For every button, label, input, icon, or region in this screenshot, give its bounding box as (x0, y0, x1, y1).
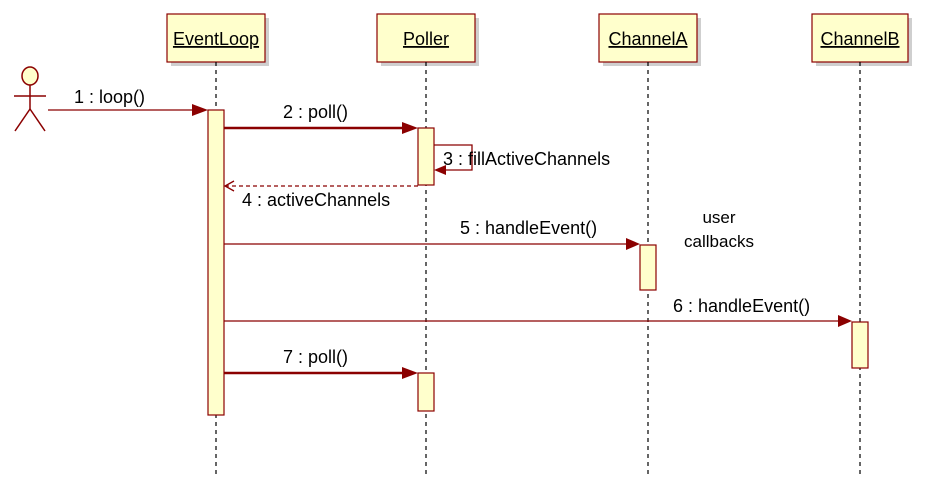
activation-channela (639, 244, 657, 291)
message-poll-2: 7 : poll() (224, 347, 418, 379)
note-user-callbacks: user callbacks (684, 208, 754, 251)
activation-channelb (851, 321, 869, 369)
message-active-channels: 4 : activeChannels (223, 180, 418, 210)
note-line-2: callbacks (684, 232, 754, 251)
lifeline-label-eventloop: EventLoop (173, 29, 259, 49)
lifeline-channelb: ChannelB (811, 13, 912, 478)
note-line-1: user (702, 208, 735, 227)
message-label-poll: 2 : poll() (283, 102, 348, 122)
message-poll: 2 : poll() (224, 102, 418, 134)
lifeline-poller: Poller (376, 13, 479, 478)
message-handle-event-a: 5 : handleEvent() (224, 218, 640, 250)
message-loop: 1 : loop() (48, 87, 208, 116)
lifeline-label-poller: Poller (403, 29, 449, 49)
activation-poller-2 (417, 372, 435, 412)
message-label-handle-event-a: 5 : handleEvent() (460, 218, 597, 238)
actor-icon (14, 66, 46, 132)
lifeline-label-channelb: ChannelB (820, 29, 899, 49)
lifeline-label-channela: ChannelA (608, 29, 687, 49)
activation-poller-1 (417, 127, 435, 186)
message-fill-active-channels: 3 : fillActiveChannels (434, 144, 610, 175)
message-label-loop: 1 : loop() (74, 87, 145, 107)
message-label-fill-active-channels: 3 : fillActiveChannels (443, 149, 610, 169)
message-label-handle-event-b: 6 : handleEvent() (673, 296, 810, 316)
activation-eventloop (207, 109, 225, 416)
message-label-poll-2: 7 : poll() (283, 347, 348, 367)
message-label-active-channels: 4 : activeChannels (242, 190, 390, 210)
message-handle-event-b: 6 : handleEvent() (224, 296, 852, 327)
